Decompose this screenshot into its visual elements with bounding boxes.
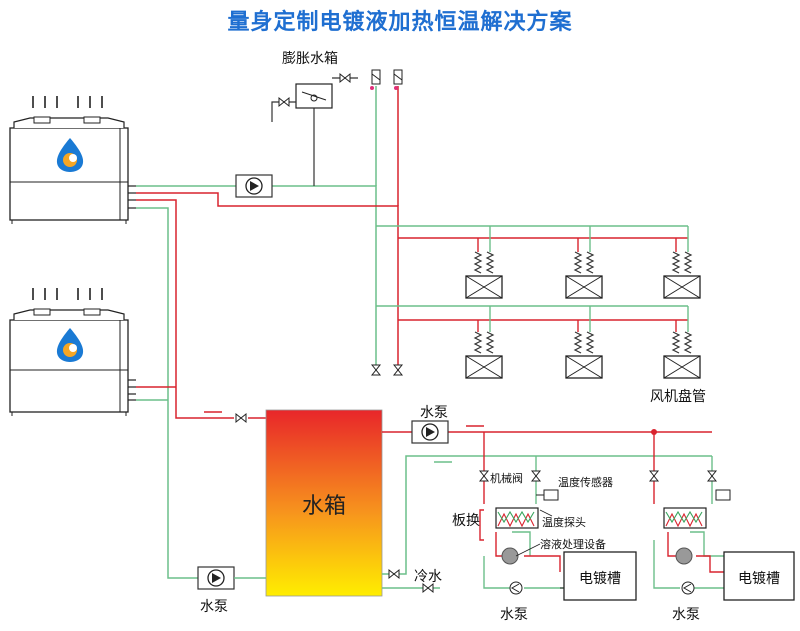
air-vent-icon — [370, 69, 403, 90]
heat-exchanger-icon — [663, 507, 707, 529]
heat-pump-unit-1 — [9, 96, 136, 224]
solution-treatment-label: 溶液处理设备 — [540, 538, 606, 551]
plate-exchanger-label: 板换 — [452, 513, 480, 529]
expansion-tank-label: 膨胀水箱 — [282, 51, 338, 67]
water-tank — [265, 409, 383, 597]
expansion-tank — [271, 73, 358, 122]
plating-tank-label-1: 电镀槽 — [579, 571, 621, 587]
pump-icon — [235, 174, 273, 198]
water-tank-label: 水箱 — [301, 494, 346, 519]
temperature-sensor-icon — [536, 489, 559, 501]
cold-water-label: 冷水 — [414, 569, 442, 585]
fan-coil-icon — [465, 251, 701, 379]
mechanical-valve-label: 机械阀 — [490, 472, 523, 485]
pump-label-return: 水泵 — [200, 599, 228, 615]
upper-pipework — [136, 86, 399, 579]
pump-label-branch-1: 水泵 — [500, 607, 528, 623]
heat-pump-unit-2 — [9, 288, 136, 416]
pump-icon — [411, 420, 449, 444]
heat-pump-logo-icon — [56, 138, 84, 172]
temperature-sensor-label: 温度传感器 — [558, 476, 613, 489]
page-title: 量身定制电镀液加热恒温解决方案 — [227, 10, 573, 35]
heat-pump-logo-icon — [56, 328, 84, 362]
pump-icon — [197, 566, 235, 590]
fan-coil-label: 风机盘管 — [650, 389, 706, 405]
pump-label-hot: 水泵 — [420, 405, 448, 421]
temperature-sensor-icon — [715, 489, 731, 501]
pump-label-branch-2: 水泵 — [672, 607, 700, 623]
heat-exchanger-icon — [495, 507, 539, 529]
plating-tank-label-2: 电镀槽 — [738, 571, 780, 587]
fan-coil-array — [376, 225, 689, 332]
temperature-probe-label: 温度探头 — [542, 516, 586, 529]
